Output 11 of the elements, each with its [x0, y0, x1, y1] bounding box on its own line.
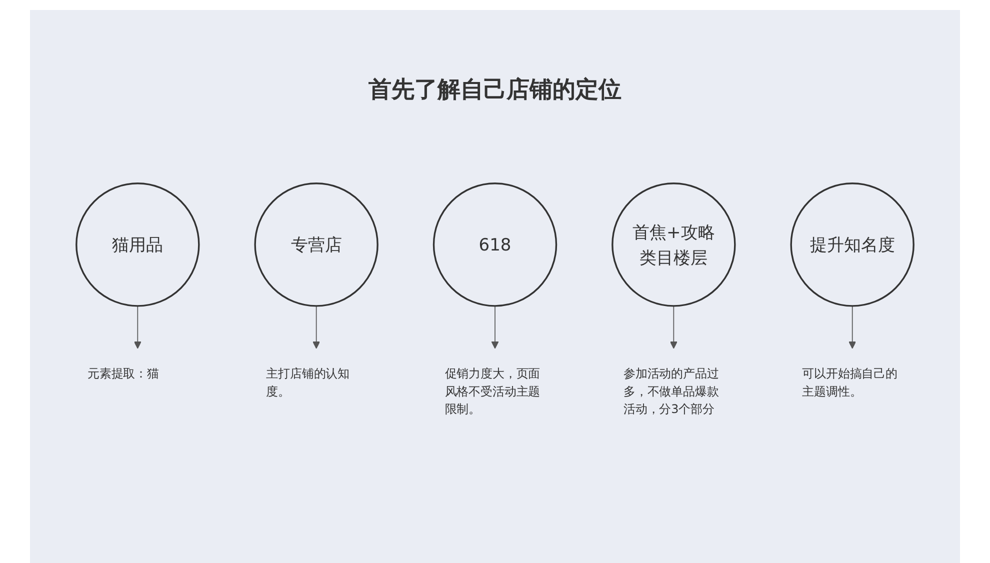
note-text: 元素提取：猫	[87, 367, 159, 381]
title: 首先了解自己店铺的定位	[368, 76, 622, 105]
note-text: 参加活动的产品过多，不做单品爆款活动，分3个部分	[623, 367, 719, 417]
circle-node: 专营店	[254, 182, 378, 307]
note-text: 可以开始搞自己的主题调性。	[802, 367, 898, 399]
circle-node: 首焦+攻略类目楼层	[612, 182, 736, 307]
circle-node: 提升知名度	[790, 182, 914, 307]
circle-node: 猫用品	[76, 182, 200, 307]
note-text: 主打店铺的认知度。	[266, 367, 350, 399]
circle-node: 618	[432, 182, 558, 307]
note-text: 促销力度大，页面风格不受活动主题限制。	[444, 367, 540, 417]
